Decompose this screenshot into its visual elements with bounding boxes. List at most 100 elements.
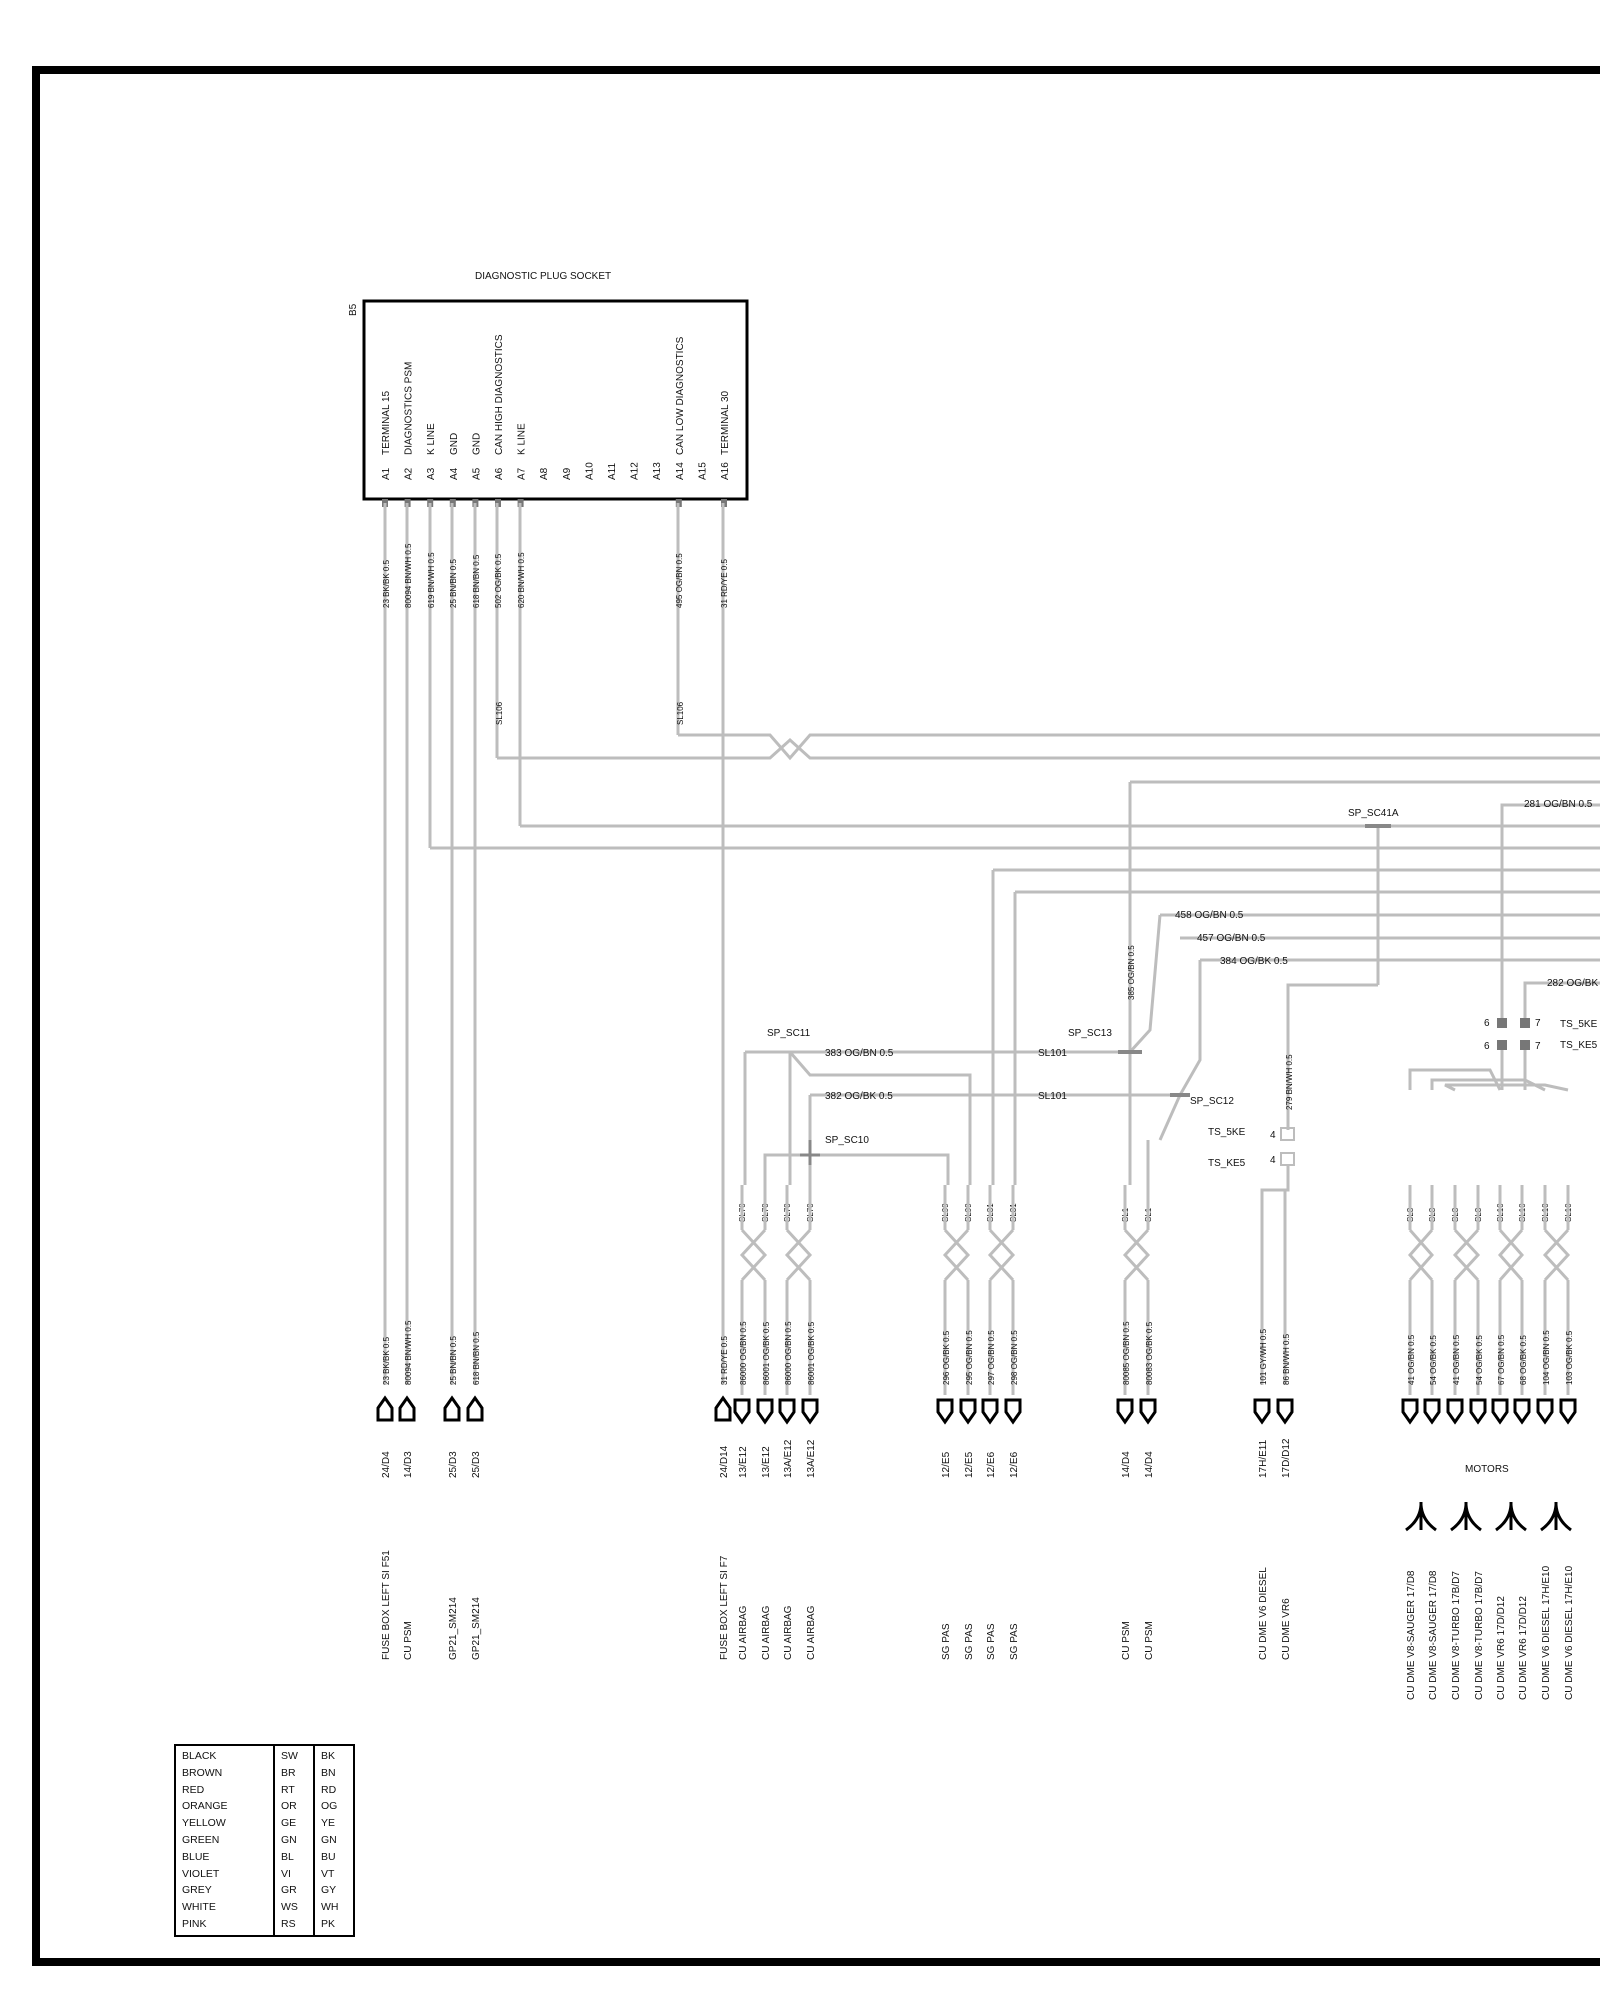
legend-german: WS [281, 1901, 298, 1914]
connector-terminal-icon [1469, 1398, 1487, 1425]
connector-wire-label: 295 OG/BN 0.5 [965, 1330, 974, 1385]
wire-281: 281 OG/BN 0.5 [1524, 799, 1593, 810]
connector-destination: CU DME VR6 [1281, 1598, 1292, 1660]
legend-name: ORANGE [182, 1800, 228, 1813]
sl101-a: SL101 [1038, 1048, 1067, 1059]
connector-destination: CU PSM [1121, 1621, 1132, 1660]
wire-457: 457 OG/BN 0.5 [1197, 933, 1266, 944]
twist-cross [1452, 1228, 1480, 1282]
socket-pin-name: K LINE [517, 423, 528, 455]
legend-code: OG [321, 1800, 338, 1813]
legend-german: OR [281, 1800, 297, 1813]
legend-code: PK [321, 1917, 336, 1930]
twist-cross [1408, 1229, 1434, 1281]
connector-wire-label: 86 BN/WH 0.5 [1282, 1333, 1291, 1385]
legend-german: RT [281, 1783, 295, 1796]
twist-cross [1498, 1229, 1524, 1281]
socket-pin-id: A9 [562, 467, 573, 480]
legend-name: RED [182, 1783, 205, 1796]
connector-pin: 25/D3 [471, 1451, 482, 1478]
connector-pin: 25/D3 [448, 1451, 459, 1478]
socket-pin-name: TERMINAL 15 [381, 390, 392, 455]
socket-pin-id: A10 [584, 462, 595, 480]
connector-terminal-icon [443, 1395, 461, 1422]
top-wire-label: 618 BN/BN 0.5 [472, 554, 481, 608]
top-wire-label: 80094 BN/WH 0.5 [404, 543, 413, 608]
connector-wire-label: 297 OG/BN 0.5 [987, 1330, 996, 1385]
wires [383, 503, 1600, 1385]
connector-destination: CU DME V8-TURBO 17B/D7 [1474, 1571, 1485, 1700]
legend-code: YE [321, 1817, 336, 1830]
twist-cross [1122, 1228, 1150, 1282]
socket-pin-name: CAN HIGH DIAGNOSTICS [494, 334, 505, 455]
legend-code: BU [321, 1850, 336, 1863]
legend-name: GREY [182, 1884, 212, 1897]
connector-terminal-icon [959, 1398, 977, 1425]
legend-german: BR [281, 1766, 296, 1779]
ts-pin-4a: 4 [1270, 1130, 1276, 1141]
twist-cross [1543, 1228, 1571, 1282]
sl106-right: SL106 [676, 701, 685, 725]
legend-german: GN [281, 1833, 297, 1846]
top-wire-label: 619 BN/WH 0.5 [427, 552, 436, 608]
socket-pin-id: A16 [720, 462, 731, 480]
connector-terminal-icon [376, 1395, 394, 1422]
legend-name: WHITE [182, 1901, 216, 1914]
connector-pin: 12/E6 [986, 1451, 997, 1478]
connector-destination: CU DME VR6 17D/D12 [1496, 1596, 1507, 1700]
connector-destination: CU DME V8-TURBO 17B/D7 [1451, 1571, 1462, 1700]
connector-terminal-icon [398, 1395, 416, 1422]
top-wire-label: 495 OG/BN 0.5 [675, 553, 684, 608]
socket-pin-id: A2 [404, 467, 415, 480]
connector-wire-label: 618 BN/BN 0.5 [472, 1331, 481, 1385]
connector-destination: CU PSM [1144, 1621, 1155, 1660]
connector-terminal-icon [1559, 1398, 1577, 1425]
connector-terminal-icon [936, 1398, 954, 1425]
connector-pin: 14/D3 [403, 1451, 414, 1478]
ts-pin-6a: 6 [1484, 1018, 1490, 1029]
twist-cross [784, 1228, 812, 1282]
socket-pin-name: GND [471, 433, 482, 455]
splice-sc10: SP_SC10 [825, 1135, 869, 1146]
connector-pin: 13A/E12 [806, 1439, 817, 1478]
socket-pin-id: A4 [449, 467, 460, 480]
connector-wire-label: 31 RD/YE 0.5 [720, 1336, 729, 1385]
top-wire-label: 25 BN/BN 0.5 [449, 559, 458, 608]
ts-pin-7b: 7 [1535, 1041, 1541, 1052]
connector-wire-label: 80094 BN/WH 0.5 [404, 1320, 413, 1385]
connector-pin: 13/E12 [738, 1446, 749, 1478]
twist-cross [1498, 1229, 1524, 1281]
connector-wire-label: 86001 OG/BK 0.5 [807, 1321, 816, 1385]
connector-pin: 17D/D12 [1281, 1438, 1292, 1478]
twist-cross [1542, 1228, 1570, 1282]
connector-terminal-icon [1004, 1398, 1022, 1425]
wire-383: 383 OG/BN 0.5 [825, 1048, 894, 1059]
ts-5ke-left: TS_5KE [1208, 1127, 1246, 1138]
connector-destination: SG PAS [986, 1623, 997, 1660]
splice-sc41a: SP_SC41A [1348, 808, 1399, 819]
motor-ground-symbols [1405, 1502, 1572, 1532]
connector-wire-label: 86001 OG/BK 0.5 [762, 1321, 771, 1385]
twist-cross [987, 1228, 1015, 1282]
top-wire-label: 23 BK/BK 0.5 [382, 559, 391, 608]
socket-pin-id: A14 [675, 462, 686, 480]
connector-wire-label: 104 OG/BN 0.5 [1542, 1330, 1551, 1385]
legend-english-codes: BK BN RD OG YE GN BU VT GY WH PK [313, 1746, 353, 1935]
connector-wire-label: 25 BN/BN 0.5 [449, 1336, 458, 1385]
legend-code: BN [321, 1766, 336, 1779]
connector-destination: CU DME V8-SAUGER 17/D8 [1428, 1570, 1439, 1700]
legend-german: VI [281, 1867, 291, 1880]
connector-destination: GP21_SM214 [471, 1597, 482, 1660]
connector-pin: 14/D4 [1121, 1451, 1132, 1478]
splice-sc11: SP_SC11 [767, 1028, 811, 1039]
connector-wire-label: 23 BK/BK 0.5 [382, 1336, 391, 1385]
wire-279: 279 BN/WH 0.5 [1285, 1054, 1294, 1110]
connector-pin: 14/D4 [1144, 1451, 1155, 1478]
connector-terminal-icon [756, 1398, 774, 1425]
connector-destination: CU PSM [403, 1621, 414, 1660]
legend-german: GE [281, 1817, 297, 1830]
connector-terminal-icon [1446, 1398, 1464, 1425]
twist-cross [739, 1228, 767, 1282]
splice-sc13: SP_SC13 [1068, 1028, 1112, 1039]
socket-pin-name: GND [449, 433, 460, 455]
